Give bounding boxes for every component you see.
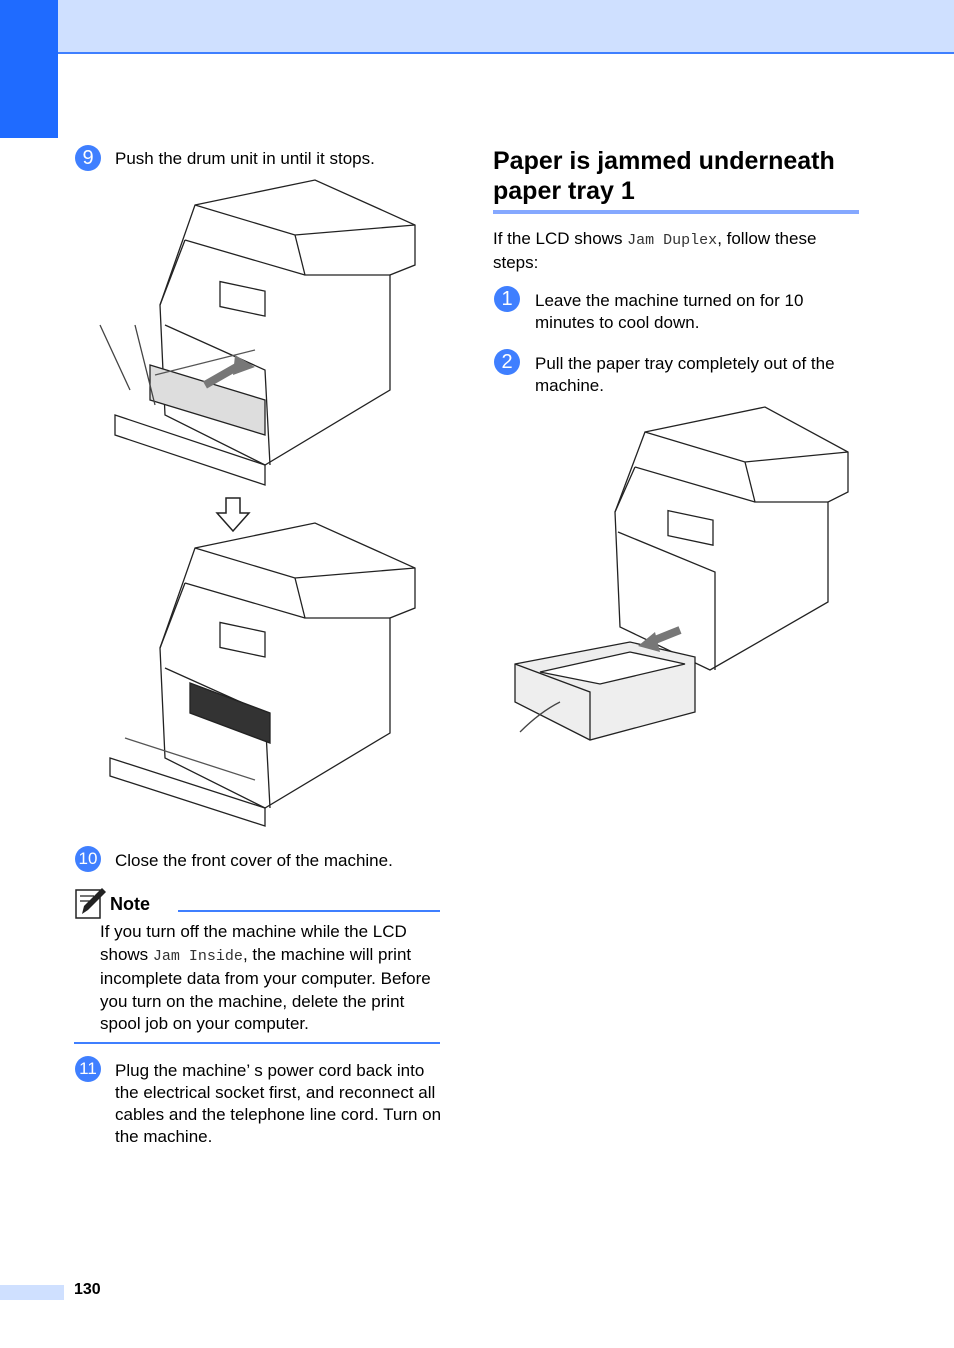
note-label: Note	[110, 894, 150, 914]
intro-text: If the LCD shows Jam Duplex, follow thes…	[493, 229, 817, 272]
section-heading: Paper is jammed underneath paper tray 1	[493, 147, 835, 205]
header-band	[0, 0, 954, 54]
step-10-text: Close the front cover of the machine.	[115, 851, 393, 870]
down-arrow-icon	[215, 497, 251, 533]
cover-open-illustration	[105, 518, 425, 830]
chapter-tab	[0, 0, 58, 138]
step-9-text: Push the drum unit in until it stops.	[115, 149, 375, 168]
note-pencil-icon	[74, 888, 106, 920]
paper-tray-illustration	[510, 402, 855, 747]
step-11-badge: 11	[75, 1056, 101, 1082]
step-2-badge: 2	[494, 349, 520, 375]
note-bottom-rule	[74, 1042, 440, 1044]
step-9-badge: 9	[75, 145, 101, 171]
step-1-text: Leave the machine turned on for 10 minut…	[535, 291, 804, 332]
note-text: If you turn off the machine while the LC…	[100, 922, 431, 1033]
heading-rule	[493, 210, 859, 214]
page-number: 130	[74, 1281, 101, 1298]
drum-insert-illustration	[95, 175, 425, 495]
page-number-band	[0, 1285, 64, 1300]
step-10-badge: 10	[75, 846, 101, 872]
note-top-rule	[178, 910, 440, 912]
lcd-message-jam-inside: Jam Inside	[152, 947, 243, 965]
step-1-badge: 1	[494, 286, 520, 312]
step-11-text: Plug the machine’ s power cord back into…	[115, 1061, 442, 1146]
step-2-text: Pull the paper tray completely out of th…	[535, 354, 835, 395]
lcd-message-jam-duplex: Jam Duplex	[627, 232, 718, 249]
